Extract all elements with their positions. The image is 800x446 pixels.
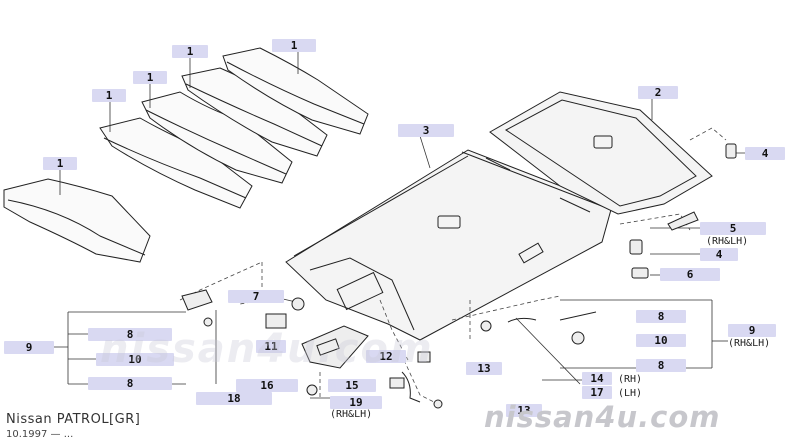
callout-6[interactable]: 6	[660, 268, 720, 281]
note-17-lh: (LH)	[618, 388, 643, 399]
pad-strip-3	[141, 91, 293, 184]
note-19-rhlh: (RH&LH)	[330, 409, 373, 420]
small-hardware	[181, 143, 737, 409]
callout-13b[interactable]: 13	[506, 404, 542, 417]
callout-8d[interactable]: 8	[636, 359, 686, 372]
note-5-rhlh: (RH&LH)	[706, 236, 749, 247]
catalog-date: 10.1997 — ...	[6, 429, 74, 440]
note-9-rhlh: (RH&LH)	[728, 338, 771, 349]
callout-15[interactable]: 15	[328, 379, 376, 392]
watermark-faint: nissan4u.com	[100, 326, 434, 372]
callout-7[interactable]: 7	[228, 290, 284, 303]
callout-10b[interactable]: 10	[636, 334, 686, 347]
note-14-rh: (RH)	[618, 374, 643, 385]
pad-strip-2	[99, 117, 253, 209]
callout-1e[interactable]: 1	[272, 39, 316, 52]
callout-10a[interactable]: 10	[96, 353, 174, 366]
callout-19[interactable]: 19	[330, 396, 382, 409]
pad-strip-5	[222, 47, 369, 135]
callout-5[interactable]: 5	[700, 222, 766, 235]
callout-1b[interactable]: 1	[92, 89, 126, 102]
callout-13a[interactable]: 13	[466, 362, 502, 375]
callout-1d[interactable]: 1	[172, 45, 208, 58]
headlining-panel	[285, 149, 613, 341]
catalog-title: Nissan PATROL[GR]	[6, 412, 141, 427]
callout-18[interactable]: 18	[196, 392, 272, 405]
callout-2[interactable]: 2	[638, 86, 678, 99]
callout-8b[interactable]: 8	[88, 377, 172, 390]
callout-11[interactable]: 11	[256, 340, 286, 353]
callout-14[interactable]: 14	[582, 372, 612, 385]
watermark-logo: nissan4u.com	[484, 400, 721, 434]
callout-4b[interactable]: 4	[700, 248, 738, 261]
callout-17[interactable]: 17	[582, 386, 612, 399]
callout-1a[interactable]: 1	[43, 157, 77, 170]
callout-9b[interactable]: 9	[728, 324, 776, 337]
callout-1c[interactable]: 1	[133, 71, 167, 84]
callout-8a[interactable]: 8	[88, 328, 172, 341]
pad-strip-1	[3, 178, 151, 263]
rear-roof-lining	[489, 91, 713, 215]
callout-12[interactable]: 12	[366, 350, 406, 363]
callout-9a[interactable]: 9	[4, 341, 54, 354]
callout-8c[interactable]: 8	[636, 310, 686, 323]
callout-4a[interactable]: 4	[745, 147, 785, 160]
callout-16[interactable]: 16	[236, 379, 298, 392]
callout-3[interactable]: 3	[398, 124, 454, 137]
